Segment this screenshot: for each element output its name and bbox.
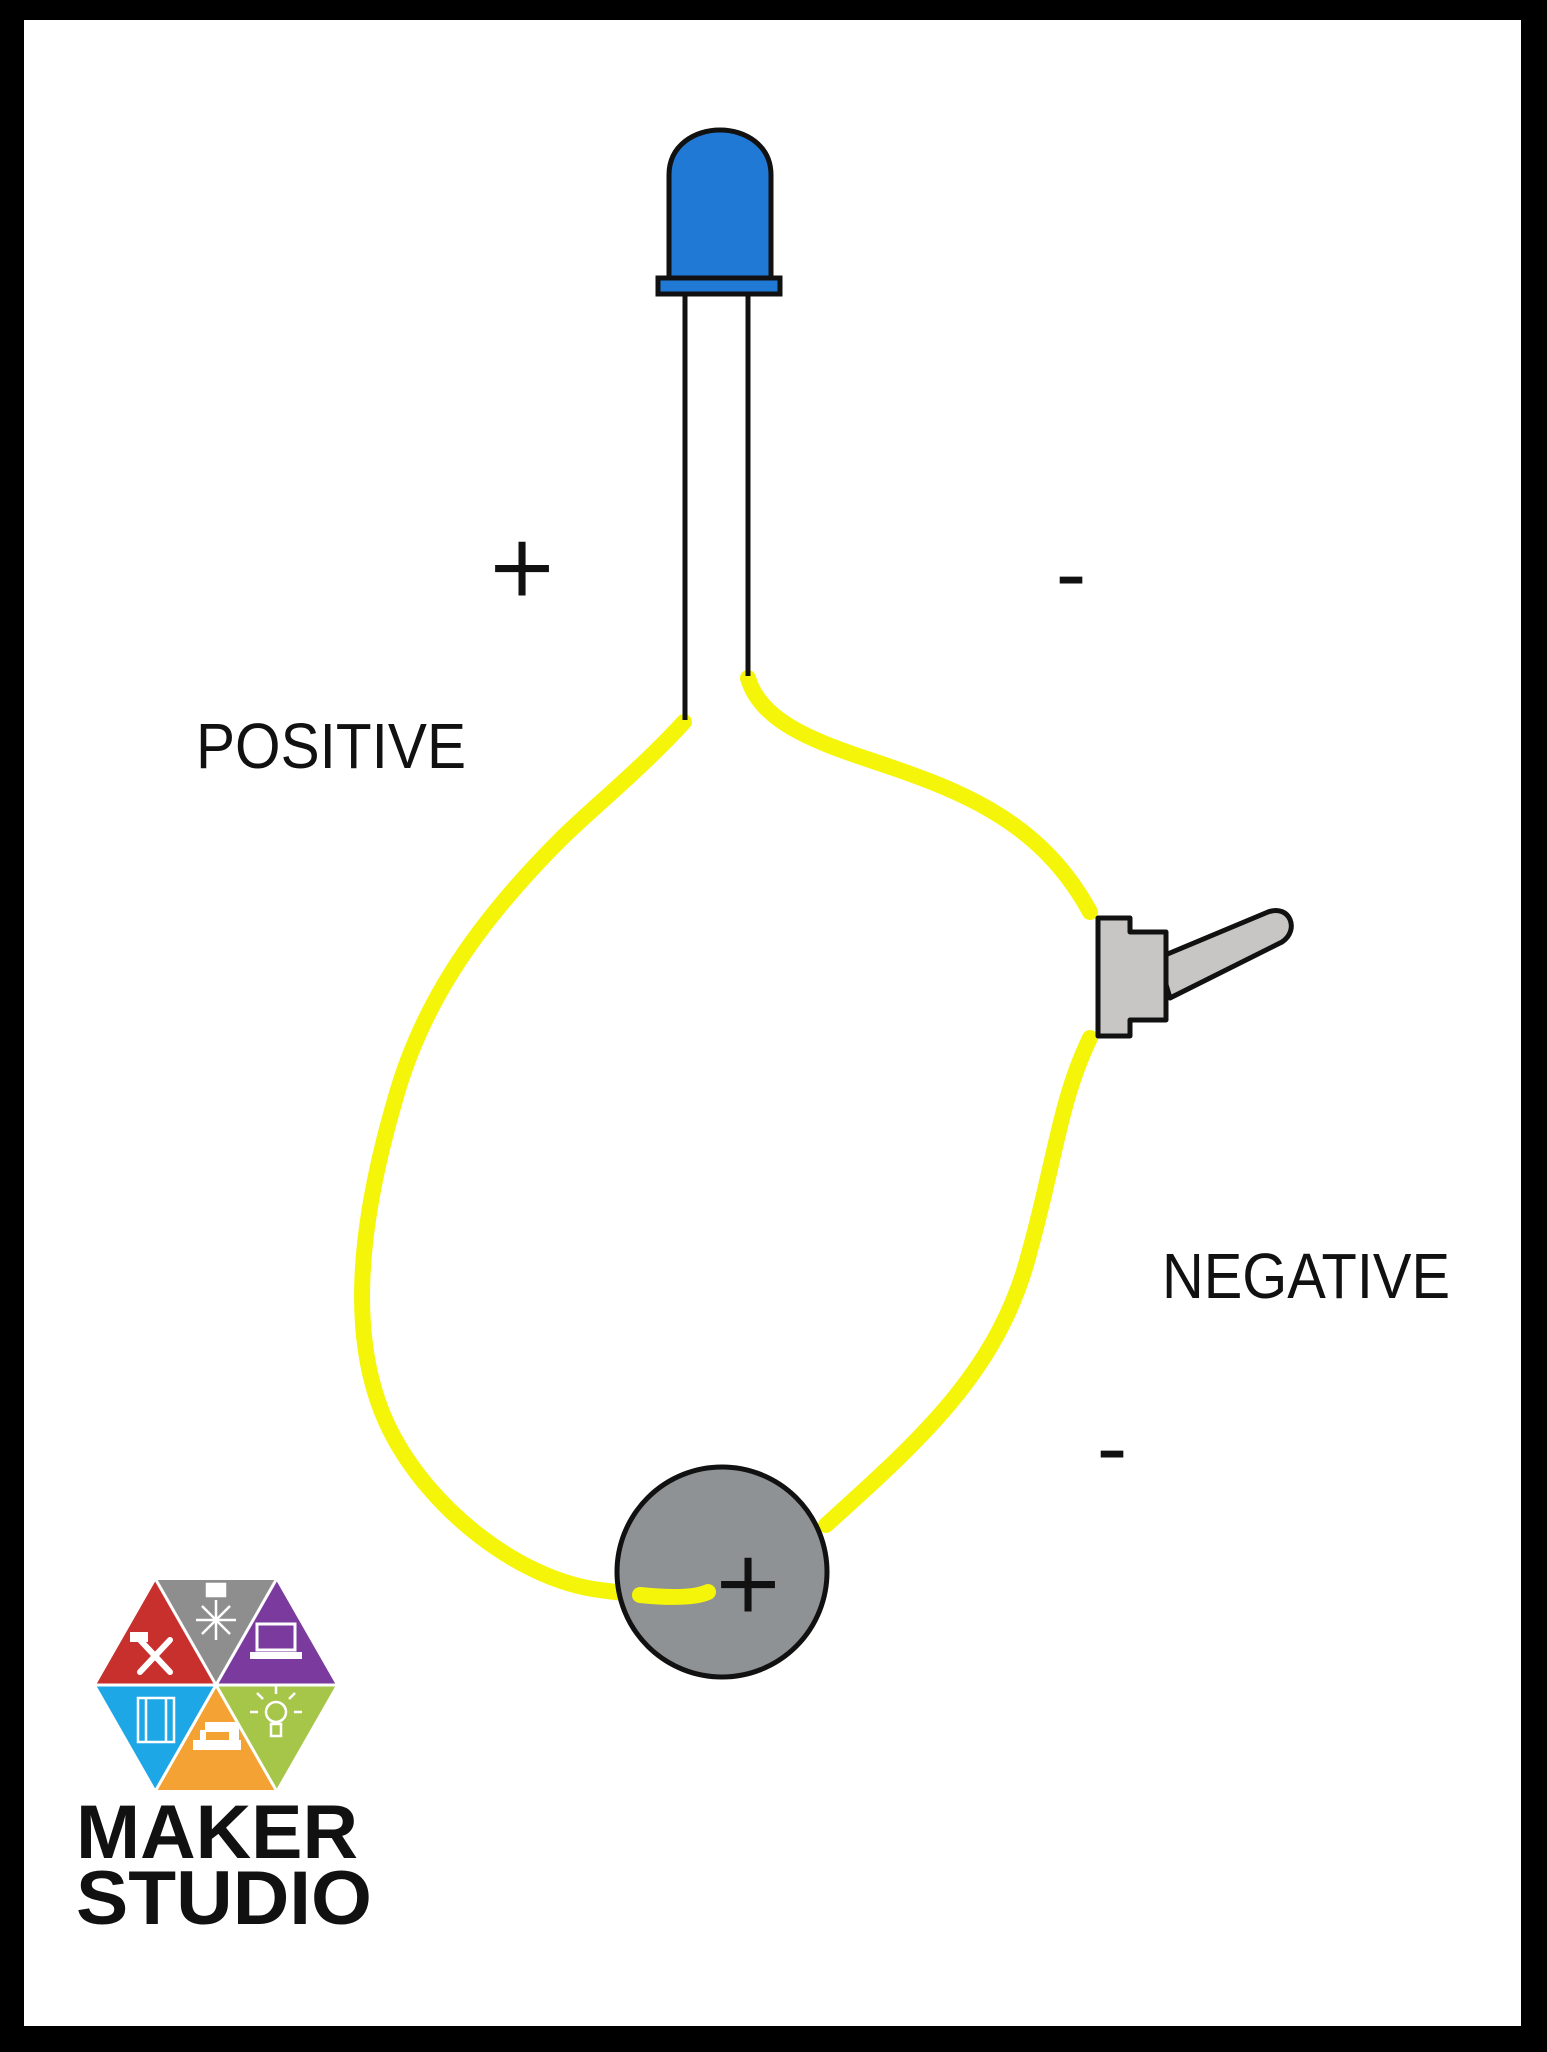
negative-wire-lower	[818, 1030, 1098, 1533]
minus-sign-bottom: -	[1096, 1398, 1127, 1498]
logo-tri-red	[96, 1580, 216, 1685]
battery-body	[614, 1464, 830, 1680]
logo-tri-blue	[96, 1685, 216, 1790]
coin-battery: +	[614, 1464, 830, 1680]
laptop-icon	[250, 1622, 302, 1659]
light-bulb-icon	[250, 1686, 302, 1738]
battery-plus-sign: +	[712, 1532, 784, 1632]
maker-studio-logo: MAKER STUDIO	[76, 1579, 372, 1941]
led-dome	[666, 127, 774, 281]
minus-sign-top: -	[1055, 524, 1086, 624]
negative-label: NEGATIVE	[1162, 1240, 1450, 1312]
toggle-switch	[1095, 908, 1294, 1039]
3d-printer-icon	[136, 1696, 176, 1744]
positive-wire	[354, 714, 716, 1604]
plus-sign: +	[486, 516, 558, 616]
laser-cutter-icon	[196, 1582, 236, 1640]
logo-tri-purple	[216, 1580, 336, 1685]
logo-tri-orange	[156, 1685, 276, 1790]
wire-group	[354, 670, 1098, 1604]
negative-wire-upper	[740, 670, 1098, 920]
positive-wire-tip	[632, 1584, 716, 1605]
positive-label: POSITIVE	[196, 710, 466, 782]
switch-body	[1095, 915, 1169, 1039]
led	[655, 127, 783, 720]
sewing-machine-icon	[193, 1722, 241, 1750]
logo-dividers	[96, 1579, 336, 1791]
hammer-wrench-icon	[130, 1632, 173, 1675]
switch-lever	[1155, 908, 1294, 1001]
logo-tri-green	[216, 1685, 336, 1790]
logo-text-studio: STUDIO	[76, 1856, 372, 1941]
logo-text-maker: MAKER	[76, 1790, 358, 1875]
